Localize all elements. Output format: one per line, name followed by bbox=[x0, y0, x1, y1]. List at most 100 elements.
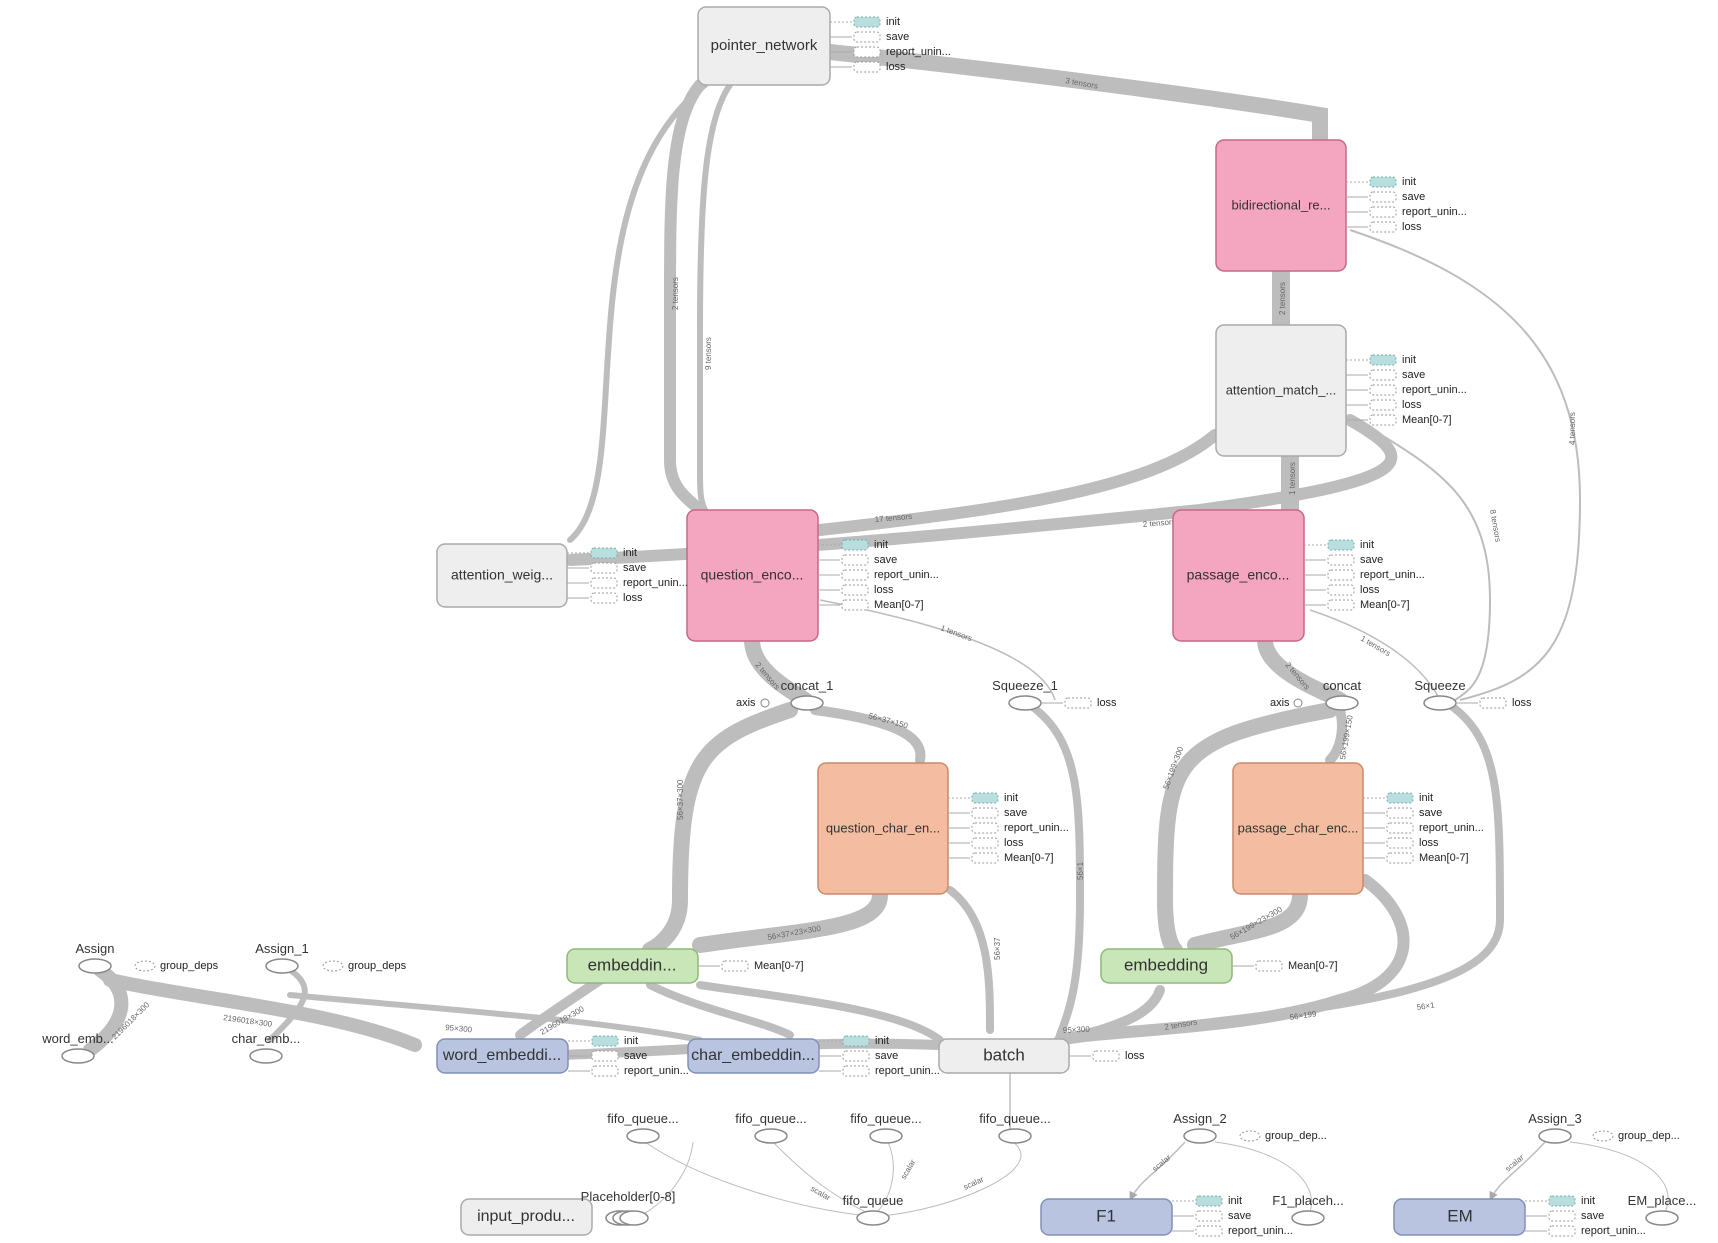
edge-pchar-embedding[interactable] bbox=[1187, 887, 1308, 953]
aux-char-embeddings-save[interactable]: save bbox=[819, 1050, 898, 1062]
edge-attmatch-question[interactable] bbox=[814, 429, 1221, 536]
aux-pointer-report[interactable]: report_unin... bbox=[830, 46, 951, 58]
edge-pointer-question-b[interactable] bbox=[697, 82, 733, 513]
op-fifo-queue-1[interactable]: fifo_queue... bbox=[607, 1111, 679, 1144]
aux-passage-encoder-mean[interactable]: Mean[0-7] bbox=[1304, 599, 1410, 611]
edge-charemb-assign1[interactable] bbox=[267, 967, 308, 1043]
op-assign-3[interactable]: Assign_3 bbox=[1528, 1111, 1582, 1144]
aux-word-embeddings-report[interactable]: report_unin... bbox=[568, 1065, 689, 1077]
aux-attention-weights-loss[interactable]: loss bbox=[567, 592, 643, 604]
node-question-char-encoder[interactable]: question_char_en... bbox=[817, 762, 949, 895]
node-input-producer[interactable]: input_produ... bbox=[460, 1198, 593, 1236]
aux-word-embeddings-init[interactable]: init bbox=[568, 1035, 638, 1047]
aux-attention-weights-save[interactable]: save bbox=[567, 562, 646, 574]
aux-embedding-q-mean[interactable]: Mean[0-7] bbox=[698, 960, 804, 972]
edge-embq-charemb[interactable] bbox=[646, 981, 794, 1039]
op-axis-p[interactable]: axis bbox=[1270, 697, 1303, 709]
aux-char-embeddings-init[interactable]: init bbox=[819, 1035, 889, 1047]
aux-question-char-report[interactable]: report_unin... bbox=[948, 822, 1069, 834]
node-f1[interactable]: F1 bbox=[1040, 1198, 1173, 1236]
aux-em-save[interactable]: save bbox=[1525, 1210, 1604, 1222]
aux-group-deps-assign2[interactable]: group_dep... bbox=[1239, 1130, 1327, 1142]
aux-passage-char-report[interactable]: report_unin... bbox=[1363, 822, 1484, 834]
aux-word-embeddings-save[interactable]: save bbox=[568, 1050, 647, 1062]
aux-question-char-init[interactable]: init bbox=[948, 792, 1018, 804]
edge-fifo4-queue[interactable] bbox=[879, 1141, 1022, 1217]
aux-question-encoder-init[interactable]: init bbox=[818, 539, 888, 551]
edge-assign-wordembeddings[interactable] bbox=[103, 973, 422, 1052]
node-embedding-question[interactable]: embeddin... bbox=[566, 948, 699, 984]
op-assign-2[interactable]: Assign_2 bbox=[1173, 1111, 1227, 1144]
edge-assign3-emplace[interactable] bbox=[1569, 1141, 1669, 1213]
aux-passage-char-save[interactable]: save bbox=[1363, 807, 1442, 819]
aux-squeeze1-loss[interactable]: loss bbox=[1041, 697, 1117, 709]
aux-attention-match-save[interactable]: save bbox=[1346, 369, 1425, 381]
aux-question-char-loss[interactable]: loss bbox=[948, 837, 1024, 849]
op-concat-1[interactable]: concat_1 bbox=[781, 678, 834, 711]
edge-passage-concat[interactable] bbox=[1257, 632, 1348, 708]
op-fifo-queue-2[interactable]: fifo_queue... bbox=[735, 1111, 807, 1144]
edge-embp-batch[interactable] bbox=[1060, 985, 1165, 1045]
aux-f1-save[interactable]: save bbox=[1172, 1210, 1251, 1222]
edge-concat-embedding[interactable] bbox=[1156, 702, 1338, 958]
edge-concat1-qchar[interactable] bbox=[810, 705, 926, 765]
edge-assign3-em[interactable] bbox=[1489, 1141, 1546, 1201]
aux-em-report[interactable]: report_unin... bbox=[1525, 1225, 1646, 1237]
aux-embedding-p-mean[interactable]: Mean[0-7] bbox=[1232, 960, 1338, 972]
aux-question-encoder-report[interactable]: report_unin... bbox=[818, 569, 939, 581]
aux-pointer-save[interactable]: save bbox=[830, 31, 909, 43]
op-fifo-queue[interactable]: fifo_queue bbox=[843, 1193, 904, 1226]
op-placeholder[interactable]: Placeholder[0-8] bbox=[581, 1189, 676, 1226]
aux-question-char-save[interactable]: save bbox=[948, 807, 1027, 819]
edge-qchar-batch[interactable] bbox=[946, 886, 994, 1034]
aux-passage-char-loss[interactable]: loss bbox=[1363, 837, 1439, 849]
edge-qchar-embedding[interactable] bbox=[692, 887, 888, 953]
aux-question-encoder-save[interactable]: save bbox=[818, 554, 897, 566]
op-assign-1[interactable]: Assign_1 bbox=[255, 941, 309, 974]
edge-squeeze1-batch[interactable] bbox=[1026, 701, 1085, 1039]
edge-pointer-question-a[interactable] bbox=[664, 79, 706, 516]
aux-squeeze-loss[interactable]: loss bbox=[1456, 697, 1532, 709]
edge-pointer-bidirectional[interactable] bbox=[822, 44, 1328, 148]
op-concat[interactable]: concat bbox=[1323, 678, 1362, 711]
aux-attention-match-init[interactable]: init bbox=[1346, 354, 1416, 366]
aux-passage-char-mean[interactable]: Mean[0-7] bbox=[1363, 852, 1469, 864]
aux-pointer-init[interactable]: init bbox=[830, 16, 900, 28]
node-passage-char-encoder[interactable]: passage_char_enc... bbox=[1232, 762, 1364, 895]
edge-concat-pchar[interactable] bbox=[1325, 705, 1347, 765]
node-passage-encoder[interactable]: passage_enco... bbox=[1172, 509, 1305, 642]
aux-passage-encoder-loss[interactable]: loss bbox=[1304, 584, 1380, 596]
edge-assign2-f1place[interactable] bbox=[1214, 1141, 1312, 1213]
edge-squeeze-batch[interactable] bbox=[1056, 701, 1505, 1044]
aux-bidirectional-save[interactable]: save bbox=[1346, 191, 1425, 203]
edge-passage-squeeze[interactable] bbox=[1309, 609, 1441, 701]
aux-f1-init[interactable]: init bbox=[1172, 1195, 1242, 1207]
op-fifo-queue-4[interactable]: fifo_queue... bbox=[979, 1111, 1051, 1144]
node-question-encoder[interactable]: question_enco... bbox=[686, 509, 819, 642]
op-axis-q[interactable]: axis bbox=[736, 697, 770, 709]
edge-embq-wordemb[interactable] bbox=[515, 975, 605, 1040]
edge-assign2-f1[interactable] bbox=[1129, 1141, 1186, 1201]
edge-fifo3-queue[interactable] bbox=[874, 1141, 894, 1215]
edge-assign1-charembeddings[interactable] bbox=[287, 992, 703, 1043]
aux-group-deps-assign1[interactable]: group_deps bbox=[322, 960, 407, 972]
edge-attmatch-squeeze[interactable] bbox=[1364, 424, 1492, 701]
edge-pointer-attention-weights[interactable] bbox=[567, 82, 708, 543]
aux-em-init[interactable]: init bbox=[1525, 1195, 1595, 1207]
aux-f1-report[interactable]: report_unin... bbox=[1172, 1225, 1293, 1237]
aux-passage-encoder-init[interactable]: init bbox=[1304, 539, 1374, 551]
edge-fifo2-queue[interactable] bbox=[772, 1141, 871, 1215]
op-assign[interactable]: Assign bbox=[75, 941, 115, 974]
op-char-emb[interactable]: char_emb... bbox=[232, 1031, 301, 1064]
aux-passage-char-init[interactable]: init bbox=[1363, 792, 1433, 804]
aux-passage-encoder-save[interactable]: save bbox=[1304, 554, 1383, 566]
edge-concat1-embedding[interactable] bbox=[642, 702, 798, 958]
op-squeeze[interactable]: Squeeze bbox=[1414, 678, 1466, 711]
aux-bidirectional-report[interactable]: report_unin... bbox=[1346, 206, 1467, 218]
node-word-embeddings[interactable]: word_embeddi... bbox=[436, 1038, 569, 1074]
op-f1-placeholder[interactable]: F1_placeh... bbox=[1272, 1193, 1344, 1226]
edge-bidir-squeeze[interactable] bbox=[1349, 229, 1582, 701]
op-squeeze-1[interactable]: Squeeze_1 bbox=[992, 678, 1058, 711]
aux-question-encoder-mean[interactable]: Mean[0-7] bbox=[818, 599, 924, 611]
